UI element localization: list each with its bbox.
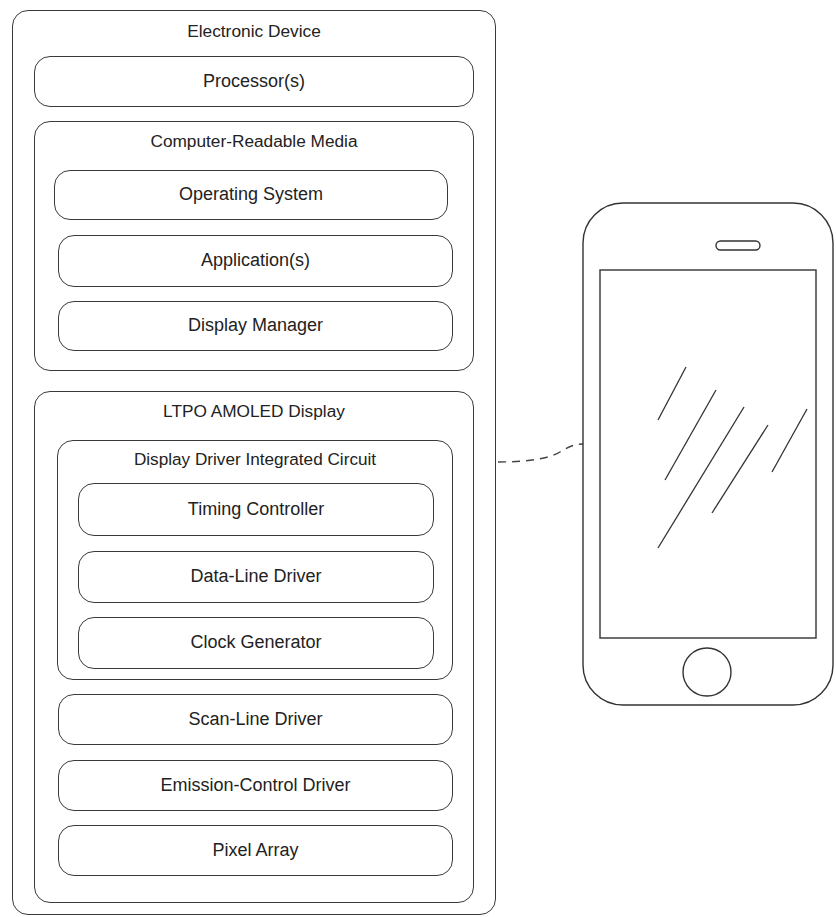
container-box: LTPO AMOLED DisplayDisplay Driver Integr…	[34, 391, 474, 903]
component-label: Timing Controller	[188, 499, 324, 521]
component-label: Clock Generator	[190, 632, 321, 654]
component-box: Processor(s)	[34, 56, 474, 107]
component-box: Data-Line Driver	[78, 551, 434, 603]
component-box: Display Manager	[58, 301, 453, 351]
container-title: Electronic Device	[13, 21, 495, 42]
screen-glare	[658, 367, 807, 548]
component-box: Operating System	[54, 170, 448, 220]
component-label: Processor(s)	[203, 71, 305, 93]
phone-home-button	[683, 648, 731, 696]
component-label: Pixel Array	[212, 840, 298, 862]
component-label: Operating System	[179, 184, 323, 206]
component-label: Display Manager	[188, 315, 323, 337]
phone-speaker	[716, 241, 760, 250]
component-box: Scan-Line Driver	[58, 694, 453, 745]
component-box: Pixel Array	[58, 825, 453, 876]
container-box: Electronic DeviceProcessor(s) Computer-Re…	[12, 10, 496, 915]
component-box: Clock Generator	[78, 617, 434, 669]
container-title: Computer-Readable Media	[35, 131, 473, 152]
component-label: Scan-Line Driver	[188, 709, 322, 731]
component-box: Application(s)	[58, 235, 453, 287]
component-box: Timing Controller	[78, 483, 434, 536]
component-label: Data-Line Driver	[190, 566, 321, 588]
component-label: Application(s)	[201, 250, 310, 272]
phone-body	[583, 203, 833, 705]
container-title: Display Driver Integrated Circuit	[58, 449, 452, 470]
dashed-leader	[498, 444, 583, 462]
container-box: Computer-Readable MediaOperating SystemA…	[34, 121, 474, 371]
component-label: Emission-Control Driver	[160, 775, 350, 797]
container-title: LTPO AMOLED Display	[35, 401, 473, 422]
container-box: Display Driver Integrated CircuitTiming …	[57, 440, 453, 680]
component-box: Emission-Control Driver	[58, 760, 453, 811]
phone-screen	[600, 270, 816, 638]
